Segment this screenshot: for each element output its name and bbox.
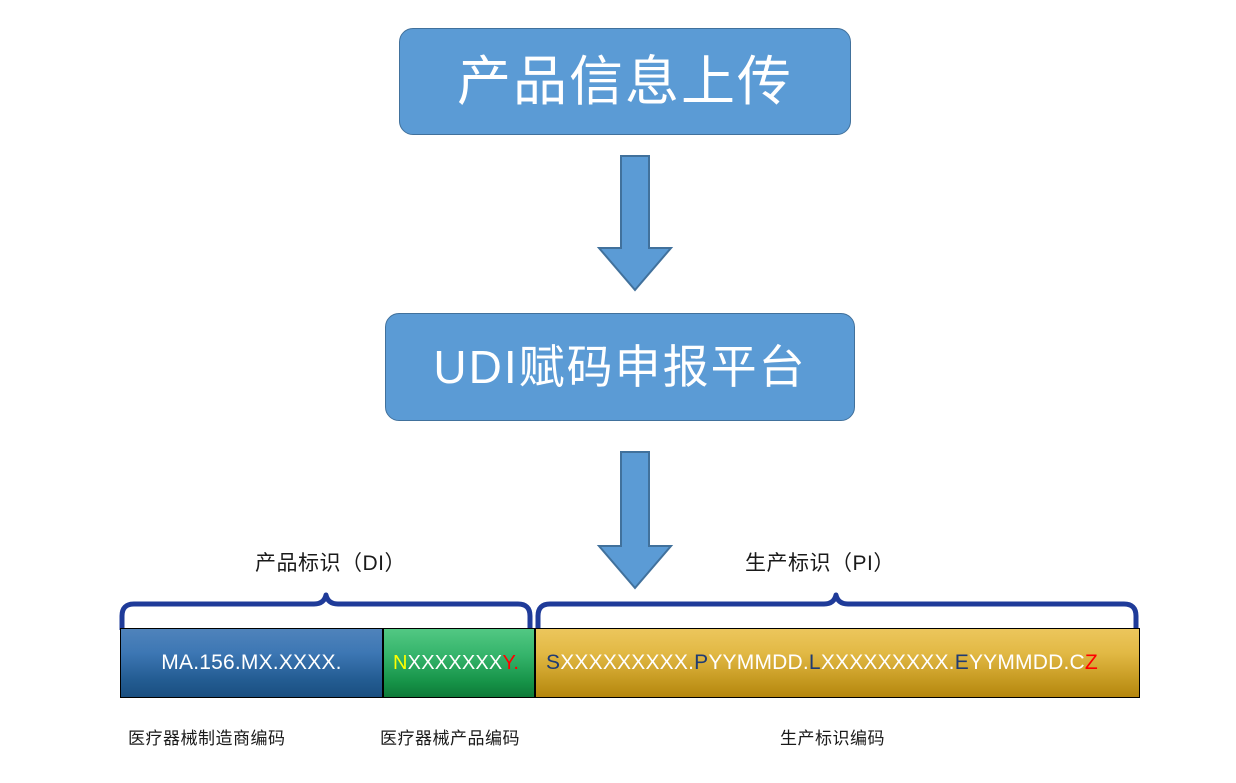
caption-manufacturer-code: 医疗器械制造商编码 [128, 729, 286, 748]
brace-label-pi: 生产标识（PI） [745, 552, 895, 575]
code-part-prod-z: Z [1084, 651, 1098, 674]
arrow-down-platform-to-code [596, 451, 674, 590]
code-part-prod-edate: YYMMDD.C [968, 651, 1085, 674]
process-box-label: UDI赋码申报平台 [433, 341, 807, 393]
code-part-product-y: Y. [502, 651, 520, 674]
arrow-down-upload-to-platform [596, 155, 674, 292]
curly-brace-di [119, 592, 533, 630]
curly-brace-pi [535, 592, 1139, 630]
process-box-product-info-upload[interactable]: 产品信息上传 [399, 28, 851, 135]
code-part-prod-pdate: YYMMDD. [708, 651, 809, 674]
code-segment-product[interactable]: NXXXXXXXY. [383, 628, 535, 698]
code-part-prod-l: L [808, 651, 821, 674]
udi-code-bar: MA.156.MX.XXXX. NXXXXXXXY. SXXXXXXXXX.PY… [120, 628, 1140, 698]
process-box-label: 产品信息上传 [457, 51, 793, 112]
code-part-prod-lot: XXXXXXXXX. [820, 651, 955, 674]
caption-product-code: 医疗器械产品编码 [380, 729, 520, 748]
brace-path [535, 592, 1139, 630]
arrow-shape [596, 451, 674, 590]
code-part-prod-e: E [954, 651, 969, 674]
process-box-udi-platform[interactable]: UDI赋码申报平台 [385, 313, 855, 421]
code-part-prod-s: S [546, 651, 561, 674]
code-part-mfr: MA.156.MX.XXXX. [161, 651, 342, 674]
code-part-product-n: N [393, 651, 408, 674]
arrow-shape [596, 155, 674, 292]
code-segment-manufacturer[interactable]: MA.156.MX.XXXX. [120, 628, 383, 698]
code-part-product-x: XXXXXXX [407, 651, 503, 674]
caption-production-code: 生产标识编码 [780, 729, 885, 748]
brace-label-di: 产品标识（DI） [255, 552, 406, 575]
code-segment-text: SXXXXXXXXX.PYYMMDD.LXXXXXXXXX.EYYMMDD.CZ [546, 651, 1098, 675]
code-part-prod-p: P [694, 651, 709, 674]
code-segment-production[interactable]: SXXXXXXXXX.PYYMMDD.LXXXXXXXXX.EYYMMDD.CZ [535, 628, 1140, 698]
brace-path [119, 592, 533, 630]
code-part-prod-serial: XXXXXXXXX. [560, 651, 695, 674]
code-segment-text: NXXXXXXXY. [393, 652, 519, 675]
code-segment-text: MA.156.MX.XXXX. [161, 651, 341, 675]
